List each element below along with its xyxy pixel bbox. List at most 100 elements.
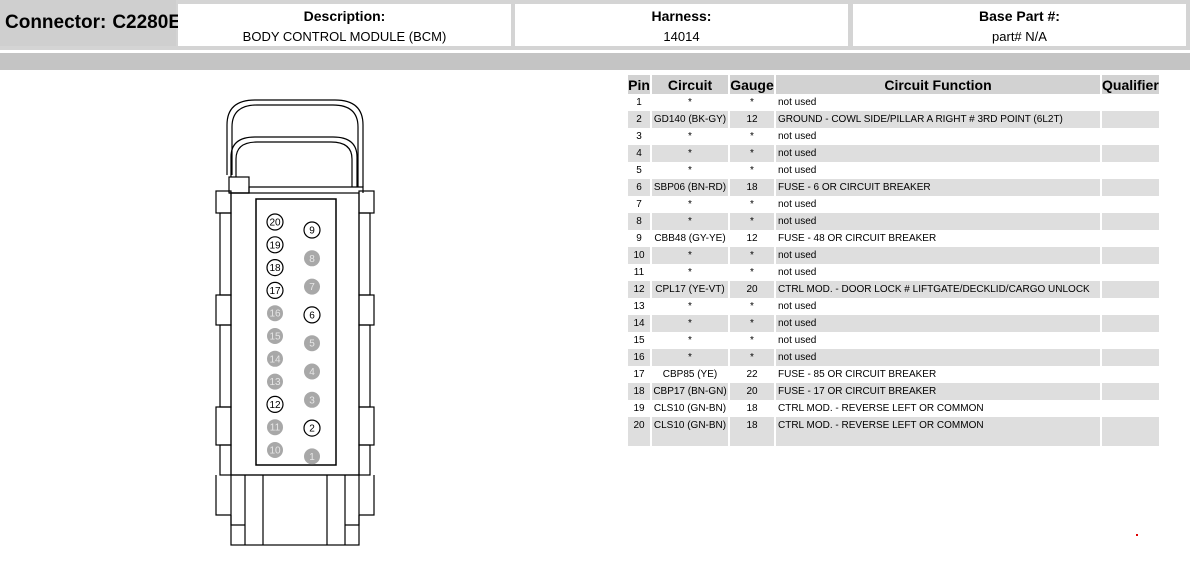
table-row: 7**not used [628,196,1161,213]
gauge-cell: * [730,264,776,281]
pin-cell: 20 [628,417,652,434]
pin-circle [303,306,321,324]
connector-label: Connector: [5,12,107,33]
gauge-cell: * [730,128,776,145]
connector-pin: 17 [266,281,284,299]
footer-cell [628,434,652,446]
qualifier-cell [1102,315,1161,332]
gauge-cell: * [730,213,776,230]
gauge-cell: 20 [730,383,776,400]
pin-number-label: 8 [309,254,315,265]
pin-cell: 12 [628,281,652,298]
red-dot [1136,534,1138,536]
gauge-cell: * [730,315,776,332]
circuit-function-cell: GROUND - COWL SIDE/PILLAR A RIGHT # 3RD … [776,111,1102,128]
gauge-cell: 12 [730,230,776,247]
footer-cell [730,434,776,446]
pin-number-label: 13 [269,377,281,388]
pin-cell: 3 [628,128,652,145]
circuit-function-cell: not used [776,349,1102,366]
circuit-function-cell: FUSE - 85 OR CIRCUIT BREAKER [776,366,1102,383]
circuit-cell: * [652,349,730,366]
table-row: 8**not used [628,213,1161,230]
pin-circle [267,328,283,344]
gauge-cell: 12 [730,111,776,128]
base-part-cell: Base Part #: part# N/A [853,4,1186,46]
pin-circle [304,278,320,295]
pin-number-label: 6 [309,310,315,321]
circuit-function-cell: not used [776,264,1102,281]
circuit-cell: * [652,264,730,281]
circuit-function-cell: not used [776,332,1102,349]
pin-circle [303,419,321,437]
pin-number-label: 10 [269,446,281,457]
circuit-function-cell: not used [776,213,1102,230]
connector-header: Connector: C2280E Description: BODY CONT… [0,0,1190,50]
qualifier-cell [1102,366,1161,383]
connector-pin: 4 [304,363,320,380]
pin-cell: 16 [628,349,652,366]
gauge-cell: * [730,196,776,213]
pin-cell: 10 [628,247,652,264]
connector-pin: 1 [304,448,320,465]
footer-cell [776,434,1102,446]
pin-cell: 11 [628,264,652,281]
qualifier-cell [1102,298,1161,315]
pin-cell: 19 [628,400,652,417]
gauge-cell: 20 [730,281,776,298]
pin-cell: 17 [628,366,652,383]
pin-number-label: 18 [269,263,281,274]
footer-cell [1102,434,1161,446]
connector-pin: 20 [266,213,284,231]
connector-pin: 7 [304,278,320,295]
qualifier-cell [1102,383,1161,400]
qualifier-cell [1102,332,1161,349]
circuit-cell: CLS10 (GN-BN) [652,400,730,417]
qualifier-cell [1102,196,1161,213]
harness-label: Harness: [651,8,712,24]
connector-pin: 2 [303,419,321,437]
pin-circle [267,350,283,367]
gauge-cell: * [730,332,776,349]
connector-pin: 10 [267,442,283,458]
connector-pin: 9 [303,221,321,239]
circuit-function-cell: FUSE - 17 OR CIRCUIT BREAKER [776,383,1102,400]
table-footer-row [628,434,1161,446]
circuit-function-cell: CTRL MOD. - DOOR LOCK # LIFTGATE/DECKLID… [776,281,1102,298]
table-row: 1**not used [628,94,1161,111]
pin-cell: 4 [628,145,652,162]
pin-number-label: 14 [269,354,281,365]
connector-id-cell: Connector: C2280E [0,0,181,46]
pin-cell: 13 [628,298,652,315]
table-row: 14**not used [628,315,1161,332]
pin-cell: 8 [628,213,652,230]
pin-number-label: 5 [309,339,315,350]
description-value: BODY CONTROL MODULE (BCM) [242,29,447,44]
circuit-cell: * [652,94,730,111]
qualifier-cell [1102,145,1161,162]
qualifier-cell [1102,111,1161,128]
table-row: 4**not used [628,145,1161,162]
connector-pin: 12 [266,395,284,413]
qualifier-cell [1102,128,1161,145]
pin-number-label: 11 [270,423,281,434]
gauge-cell: 18 [730,417,776,434]
pin-table: Pin Circuit Gauge Circuit Function Quali… [628,75,1161,446]
pin-circle [267,442,283,458]
connector-pin: 16 [267,305,283,322]
description-cell: Description: BODY CONTROL MODULE (BCM) [178,4,511,46]
gauge-cell: * [730,349,776,366]
connector-pin: 14 [267,350,283,367]
circuit-function-cell: FUSE - 48 OR CIRCUIT BREAKER [776,230,1102,247]
table-row: 11**not used [628,264,1161,281]
circuit-cell: * [652,332,730,349]
footer-cell [652,434,730,446]
qualifier-cell [1102,349,1161,366]
